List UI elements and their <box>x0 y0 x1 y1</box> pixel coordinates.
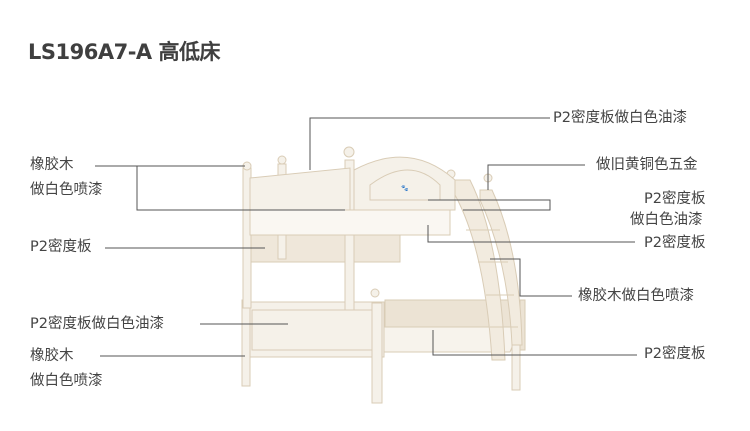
label-footboard: P2密度板做白色油漆 <box>30 316 164 332</box>
upper-guard-rail <box>249 167 351 216</box>
label-ladder: 橡胶木做白色喷漆 <box>578 288 694 304</box>
lower-left-post <box>241 299 251 387</box>
label-headboard-line1: P2密度板 <box>644 191 706 207</box>
lower-front-post <box>371 302 383 404</box>
label-hardware: 做旧黄铜色五金 <box>596 157 698 173</box>
label-upper-post-line1: 橡胶木 <box>30 157 74 173</box>
label-upper-post-line2: 做白色喷漆 <box>30 182 103 198</box>
label-shelf: P2密度板 <box>30 239 92 255</box>
label-upper-slat: P2密度板 <box>644 235 706 251</box>
label-headboard-line2: 做白色油漆 <box>630 212 703 228</box>
bed-drawing: 🐾 <box>241 146 526 404</box>
headboard <box>353 156 456 211</box>
label-lower-post-line1: 橡胶木 <box>30 348 74 364</box>
page-title: LS196A7-A 高低床 <box>28 40 221 64</box>
shelf <box>249 231 401 263</box>
label-lower-post-line2: 做白色喷漆 <box>30 373 103 389</box>
upper-mattress-base <box>249 209 451 236</box>
footboard <box>243 301 385 358</box>
label-lower-slat: P2密度板 <box>644 346 706 362</box>
logo: 🐾 <box>401 185 409 192</box>
leader-lines <box>95 117 637 357</box>
ladder <box>454 179 506 361</box>
label-top-rail: P2密度板做白色油漆 <box>553 110 687 126</box>
